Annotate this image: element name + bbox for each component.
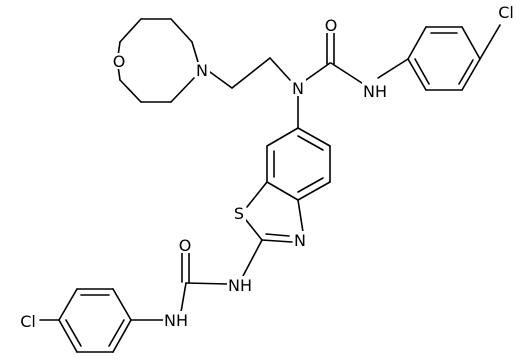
atom-label-cl-bottom: Cl [16, 312, 39, 331]
atom-labels: O N N O NH Cl S N [16, 3, 517, 331]
bond [119, 18, 142, 43]
atom-label-n-thiazole: N [293, 231, 308, 250]
atom-label-text: Cl [20, 312, 36, 331]
bond [461, 26, 481, 60]
bond [297, 127, 331, 147]
bond [414, 58, 430, 85]
bond [461, 58, 481, 91]
bond [191, 41, 199, 63]
atom-label-n-amine: N [291, 79, 306, 98]
atom-label-o-carbonyl-top: O [323, 16, 339, 35]
bond [170, 18, 193, 43]
bond [112, 319, 132, 353]
bond [112, 288, 132, 321]
bond [180, 282, 187, 313]
atom-label-text: N [294, 231, 306, 250]
atom-label-text: O [179, 236, 192, 255]
bond [261, 239, 293, 243]
bond [407, 26, 427, 60]
bond [108, 319, 125, 347]
bond [266, 127, 299, 147]
bond [407, 58, 427, 91]
bond [185, 282, 229, 285]
bond [209, 71, 233, 89]
bond [58, 319, 78, 353]
atom-label-text: NH [228, 276, 252, 295]
atom-label-o-carbonyl-bottom: O [177, 236, 193, 255]
atom-label-text: O [325, 16, 338, 35]
bonds [39, 18, 501, 353]
bond [297, 135, 324, 151]
bond [265, 233, 290, 237]
atom-label-text: Cl [498, 3, 514, 22]
bond [297, 199, 304, 233]
bond [246, 181, 268, 208]
atom-label-text: S [234, 204, 244, 223]
atom-label-nh-bottom-left: NH [163, 311, 189, 330]
bond [305, 62, 331, 81]
bond [170, 77, 195, 103]
atom-label-cl-top: Cl [495, 3, 517, 22]
bond [377, 58, 409, 79]
bond [245, 219, 263, 241]
bond [479, 24, 501, 60]
atom-label-n-morpholine: N [195, 61, 210, 80]
atom-label-nh-bottom-right: NH [227, 276, 253, 295]
atom-label-text: N [196, 61, 208, 80]
atom-label-text: NH [363, 82, 387, 101]
bond [458, 59, 474, 85]
bond [231, 57, 271, 89]
bond [65, 319, 82, 347]
bond [58, 288, 78, 321]
bond [119, 79, 142, 103]
atom-label-text: NH [164, 311, 188, 330]
atom-label-text: O [113, 52, 126, 71]
atom-label-s-thiazole: S [232, 204, 246, 223]
bond [297, 181, 331, 201]
bond [266, 181, 299, 201]
atom-label-nh-top: NH [362, 82, 388, 101]
atom-label-text: N [292, 79, 304, 98]
bond [269, 57, 291, 81]
bond [330, 62, 366, 86]
bond [297, 177, 324, 193]
atom-label-o-morpholine: O [111, 52, 127, 71]
bond [242, 239, 263, 277]
